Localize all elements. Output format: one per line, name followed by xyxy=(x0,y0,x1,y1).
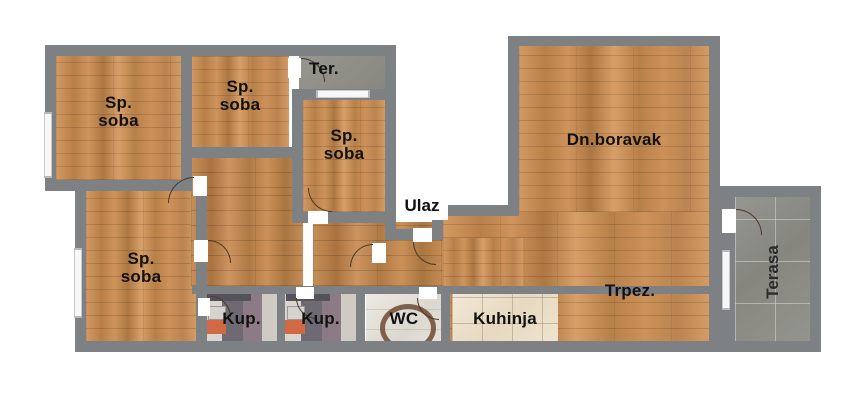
doorgap-kup1 xyxy=(198,298,210,316)
wall-exterior-right-upper-notch xyxy=(385,45,396,101)
doorgap-ter xyxy=(288,58,301,78)
wall-between-soba1-soba2 xyxy=(181,45,192,181)
wall-under-soba2 xyxy=(181,147,303,158)
wall-exterior-top-right xyxy=(510,36,718,46)
room-floor-dn-boravak xyxy=(519,46,709,212)
doorgap-terasa xyxy=(722,209,736,233)
wall-terasa-right xyxy=(810,186,821,352)
wall-terasa-top xyxy=(720,186,821,197)
wall-hall-bottom xyxy=(192,286,722,294)
wall-bath1-left xyxy=(198,288,206,344)
wall-wc-right xyxy=(441,288,450,344)
room-floor-kuhinja xyxy=(452,292,558,350)
room-label-ulaz: Ulaz xyxy=(396,192,448,220)
doorgap-wc xyxy=(419,287,437,299)
wall-exterior-bottom xyxy=(75,341,720,352)
window-soba4-left xyxy=(74,248,82,318)
doorgap-soba1 xyxy=(193,176,207,196)
bath2-tub-icon xyxy=(285,320,305,334)
room-floor-sp-soba-4 xyxy=(86,190,196,342)
wall-soba3-right xyxy=(385,89,396,240)
wall-terasa-bottom xyxy=(720,341,821,352)
doorgap-soba4 xyxy=(194,240,208,262)
bath1-tub-icon xyxy=(206,320,226,334)
wall-bath2-right xyxy=(356,288,365,344)
doorgap-hall-mid xyxy=(372,243,386,263)
doorgap-ulaz xyxy=(413,228,432,242)
doorgap-kup2 xyxy=(296,287,314,299)
window-soba3-top xyxy=(316,90,370,98)
bath1-counter-icon xyxy=(207,292,251,301)
wall-dn-boravak-left xyxy=(508,36,519,216)
wall-exterior-top-left xyxy=(45,45,386,56)
room-floor-sp-soba-2 xyxy=(191,56,289,148)
window-soba1-left xyxy=(44,112,52,178)
wall-under-soba1 xyxy=(45,180,192,191)
room-label-terasa: Terasa xyxy=(763,245,782,299)
room-floor-hall-upper xyxy=(191,158,303,188)
wall-bath1-right xyxy=(277,288,285,344)
wall-soba3-left xyxy=(292,89,303,223)
wall-soba3-bottom xyxy=(292,212,396,223)
window-terasa-left xyxy=(722,250,730,310)
wall-exterior-right xyxy=(709,36,720,352)
wall-ulaz-right xyxy=(432,205,443,240)
room-floor-sp-soba-1 xyxy=(56,56,181,180)
wall-soba4-right xyxy=(196,190,207,342)
doorgap-soba3 xyxy=(308,211,328,224)
wall-dn-boravak-bottom-step xyxy=(443,205,519,216)
room-floor-kupatilo-2 xyxy=(284,292,357,350)
